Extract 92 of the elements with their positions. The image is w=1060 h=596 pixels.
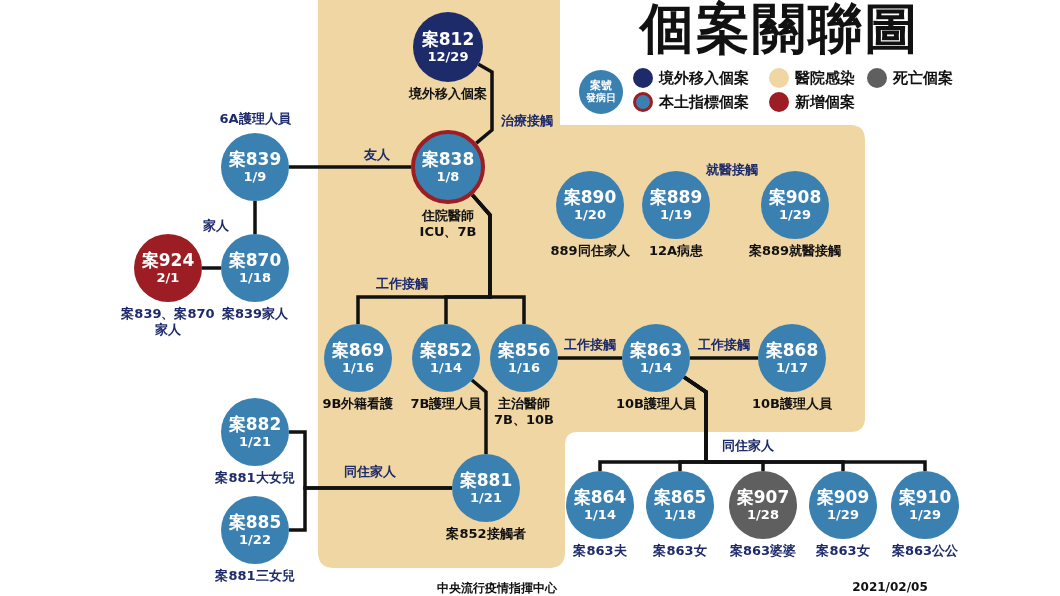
case-description: 10B護理人員 [616, 396, 696, 412]
case-number: 案924 [141, 250, 195, 270]
case-number: 案890 [563, 187, 617, 207]
case-number: 案864 [573, 487, 627, 507]
case-number: 案885 [228, 512, 282, 532]
onset-date: 1/8 [436, 168, 460, 185]
case-description: 主治醫師 7B、10B [493, 396, 555, 428]
case-number: 案870 [228, 250, 282, 270]
legend-label: 境外移入個案 [659, 68, 749, 88]
case-number: 案865 [653, 487, 707, 507]
onset-date: 1/16 [342, 359, 374, 376]
onset-date: 1/14 [640, 359, 672, 376]
case-description: 案863公公 [891, 543, 959, 559]
case-description: 案839、案870 家人 [120, 306, 216, 338]
connector-line [470, 378, 488, 454]
case-description: 7B護理人員 [410, 396, 482, 412]
onset-date: 1/19 [660, 206, 692, 223]
onset-date: 1/21 [239, 433, 271, 450]
onset-date: 1/17 [776, 359, 808, 376]
case-description: 6A護理人員 [219, 111, 291, 127]
onset-date: 1/29 [779, 206, 811, 223]
onset-date: 發病日 [586, 92, 616, 105]
legend-key-circle [579, 70, 623, 114]
connector-line [289, 486, 452, 532]
onset-date: 1/14 [430, 359, 462, 376]
case-description: 案852接觸者 [446, 526, 526, 542]
edge-label: 工作接觸 [376, 275, 428, 293]
edge-label: 家人 [203, 217, 229, 235]
case-number: 案863 [629, 340, 683, 360]
case-description: 10B護理人員 [752, 396, 832, 412]
onset-date: 1/20 [574, 206, 606, 223]
case-number: 案852 [419, 340, 473, 360]
legend-label: 醫院感染 [795, 68, 855, 88]
onset-date: 1/22 [239, 531, 271, 548]
onset-date: 1/9 [243, 168, 267, 185]
onset-date: 1/16 [508, 359, 540, 376]
connector-line [471, 193, 526, 324]
case-description: 案863女 [816, 543, 870, 559]
connector-line [253, 201, 257, 234]
case-number: 案907 [736, 487, 790, 507]
legend-label: 本土指標個案 [659, 92, 749, 112]
edge-label: 治療接觸 [501, 112, 553, 130]
case-number: 案882 [228, 414, 282, 434]
case-number: 案910 [898, 487, 952, 507]
case-description: 住院醫師 ICU、7B [418, 208, 478, 240]
case-number: 案908 [768, 187, 822, 207]
onset-date: 2/1 [156, 269, 180, 286]
connector-line [558, 356, 622, 360]
onset-date: 1/21 [470, 489, 502, 506]
case-description: 案863女 [653, 543, 707, 559]
connector-line [289, 165, 411, 169]
connector-line [690, 356, 758, 360]
legend-label: 新增個案 [795, 92, 855, 112]
case-number: 案889 [649, 187, 703, 207]
case-number: 案869 [331, 340, 385, 360]
onset-date: 1/14 [584, 506, 616, 523]
case-description: 案881三女兒 [215, 568, 295, 584]
case-description: 境外移入個案 [409, 86, 487, 102]
case-description: 案889就醫接觸 [748, 243, 842, 259]
edge-label: 工作接觸 [564, 336, 616, 354]
footer-note: 中央流行疫情指揮中心 [437, 580, 557, 596]
edge-label: 同住家人 [344, 463, 396, 481]
case-number: 案838 [421, 149, 475, 169]
case-description: 案863婆婆 [729, 543, 797, 559]
onset-date: 1/28 [747, 506, 779, 523]
edge-label: 友人 [364, 146, 390, 164]
footer-note: 2021/02/05 [852, 580, 928, 594]
onset-date: 1/29 [909, 506, 941, 523]
onset-date: 1/18 [239, 269, 271, 286]
case-number: 案909 [816, 487, 870, 507]
case-number: 案號 [590, 79, 612, 92]
case-description: 案863夫 [573, 543, 627, 559]
case-number: 案839 [228, 149, 282, 169]
case-description: 案881大女兒 [215, 470, 295, 486]
case-description: 12A病患 [648, 243, 704, 259]
onset-date: 1/29 [827, 506, 859, 523]
onset-date: 12/29 [427, 48, 469, 65]
legend-label: 死亡個案 [893, 68, 953, 88]
edge-label: 同住家人 [722, 437, 774, 455]
onset-date: 1/18 [664, 506, 696, 523]
case-description: 案839家人 [221, 306, 289, 322]
edge-label: 工作接觸 [698, 336, 750, 354]
case-description: 9B外籍看護 [322, 396, 394, 412]
case-description: 889同住家人 [550, 243, 630, 259]
contact-note: 就醫接觸 [706, 161, 758, 179]
connector-line [475, 62, 494, 145]
connector-line [683, 375, 927, 471]
case-number: 案812 [421, 29, 475, 49]
case-number: 案881 [459, 470, 513, 490]
case-number: 案856 [497, 340, 551, 360]
case-number: 案868 [765, 340, 819, 360]
connector-line [202, 266, 221, 270]
